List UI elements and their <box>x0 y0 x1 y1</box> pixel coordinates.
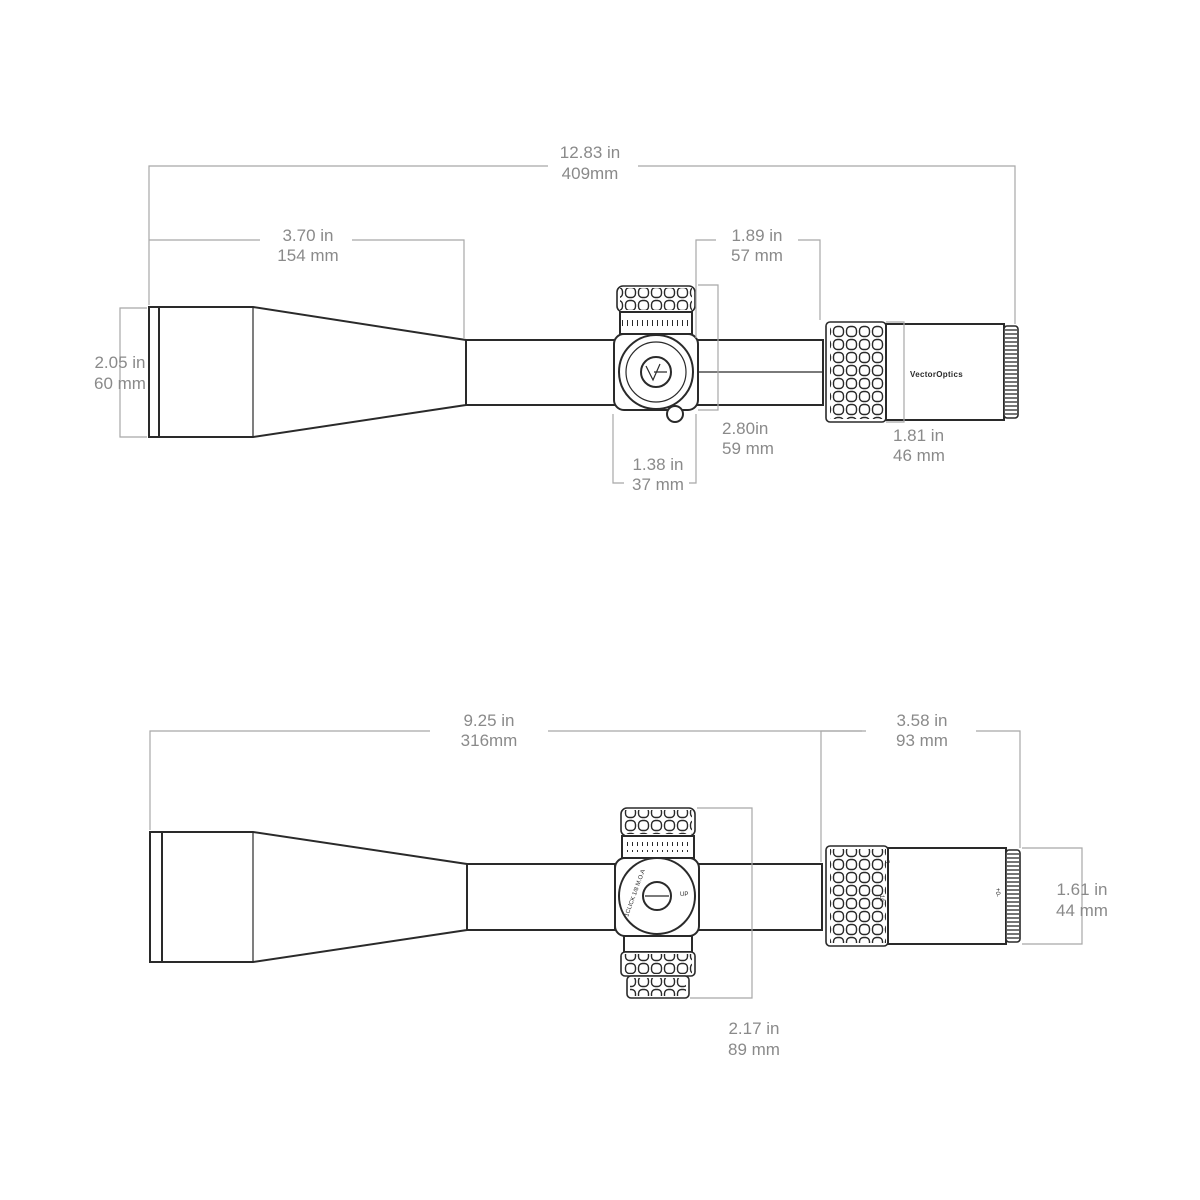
eyepiece-body <box>887 847 1007 945</box>
turret-height-in: 2.17 in <box>728 1019 779 1038</box>
objective-bell <box>158 306 467 438</box>
top-view: VectorOptics <box>94 143 1019 494</box>
top-turret <box>613 285 699 423</box>
eyepiece-height-mm: 44 mm <box>1056 901 1108 920</box>
side-view: 5 10 +0- 1CLICK 1/8 M.O.A UP <box>149 711 1108 1059</box>
main-length-in: 9.25 in <box>463 711 514 730</box>
top-dimension-labels: 12.83 in 409mm 3.70 in 154 mm 1.89 in 57… <box>94 143 945 494</box>
turret-height-mm: 89 mm <box>728 1040 780 1059</box>
brand-logo: VectorOptics <box>910 370 963 379</box>
side-dimension-labels: 9.25 in 316mm 3.58 in 93 mm 2.17 in 89 m… <box>461 711 1108 1059</box>
objective-height-in: 2.05 in <box>94 353 145 372</box>
main-tube-rear <box>697 863 823 931</box>
top-dimension-lines <box>119 165 1016 484</box>
turret-width-mm: 37 mm <box>632 475 684 494</box>
power-ring-knurl <box>830 325 884 419</box>
windage-cap-inner <box>625 341 687 403</box>
turret-width-in: 1.38 in <box>632 455 683 474</box>
eyepiece-length-mm: 93 mm <box>896 731 948 750</box>
power-ring-knurl <box>830 849 886 943</box>
objective-length-mm: 154 mm <box>277 246 338 265</box>
objective-length-in: 3.70 in <box>282 226 333 245</box>
overall-length-mm: 409mm <box>562 164 619 183</box>
top-scope-body: VectorOptics <box>148 306 1019 438</box>
eyepiece-length-in: 3.58 in <box>896 711 947 730</box>
eyepiece-height-in: 1.81 in <box>893 426 944 445</box>
side-dimension-lines <box>149 730 1083 999</box>
turret-up-label: UP <box>680 892 688 898</box>
overall-length-in: 12.83 in <box>560 143 621 162</box>
illumination-button <box>666 405 684 423</box>
main-tube-front <box>465 339 617 406</box>
side-turret: 1CLICK 1/8 M.O.A UP <box>614 807 700 999</box>
eyepiece-length-mm: 57 mm <box>731 246 783 265</box>
main-length-mm: 316mm <box>461 731 518 750</box>
side-scope-body: 5 10 +0- <box>149 831 1021 963</box>
objective-height-mm: 60 mm <box>94 374 146 393</box>
eyepiece-mark-5: 5 <box>883 860 889 864</box>
main-tube-front <box>466 863 616 931</box>
turret-height-in: 2.80in <box>722 419 768 438</box>
objective-lens-cap <box>148 306 160 438</box>
eyepiece-body <box>885 323 1005 421</box>
eyepiece-length-in: 1.89 in <box>731 226 782 245</box>
eyepiece-mark-10: 10 <box>878 895 884 902</box>
parallax-scale <box>623 935 693 953</box>
eyepiece-mark-diopter: +0- <box>994 888 1000 897</box>
objective-lens-cap <box>149 831 163 963</box>
turret-height-mm: 59 mm <box>722 439 774 458</box>
eyepiece-height-mm: 46 mm <box>893 446 945 465</box>
eyepiece-height-in: 1.61 in <box>1056 880 1107 899</box>
objective-bell <box>161 831 468 963</box>
